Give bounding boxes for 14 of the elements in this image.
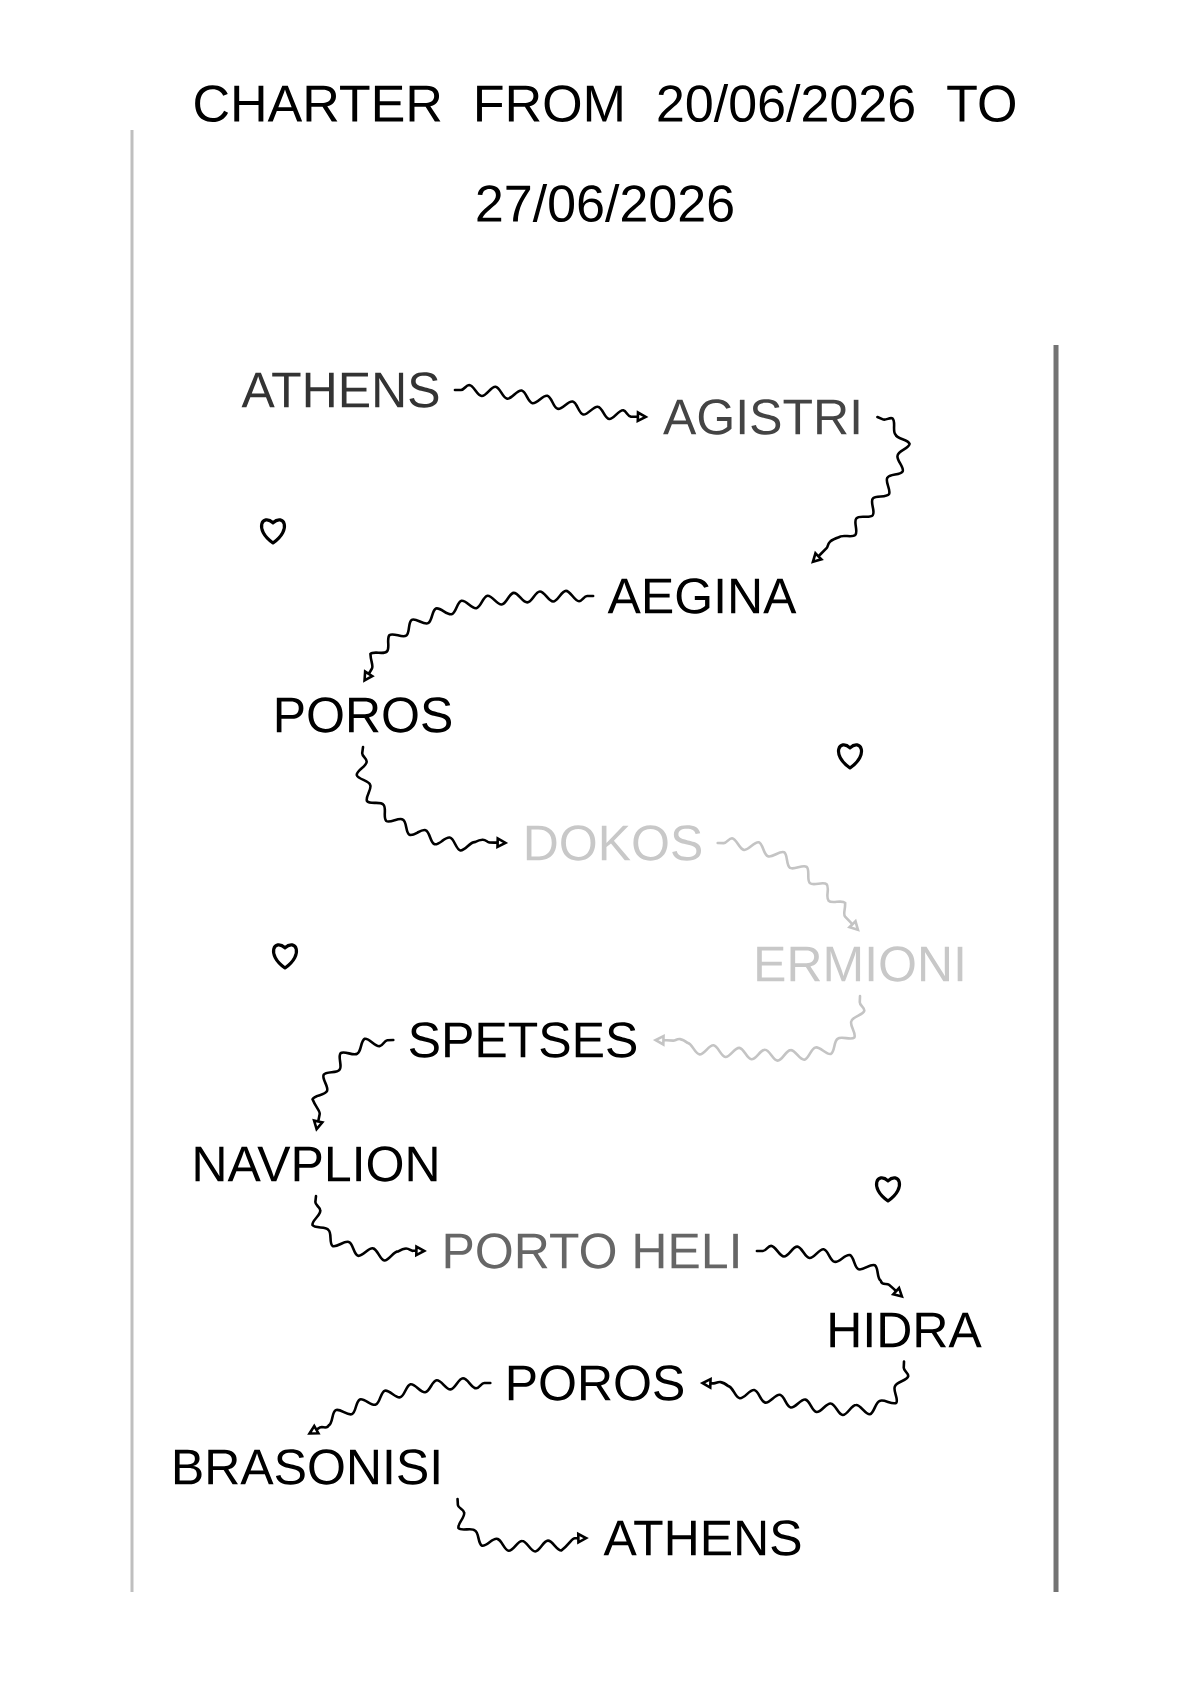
place-name: SPETSES: [409, 1022, 637, 1058]
place-name: AEGINA: [607, 578, 797, 614]
place-name: POROS: [508, 1365, 683, 1401]
place-name: ATHENS: [603, 1520, 801, 1556]
place-name: ATHENS: [241, 372, 439, 408]
place-name: BRASONISI: [174, 1449, 439, 1485]
title: CHARTER FROM 20/06/2026 TO 27/06/2026: [195, 83, 1015, 223]
place-name: PORTO HELI: [445, 1233, 738, 1269]
place-name: AGISTRI: [663, 399, 859, 435]
arrow: [716, 836, 860, 932]
place-name: HIDRA: [830, 1312, 982, 1348]
place-name: NAVPLION: [195, 1146, 437, 1182]
arrow: [811, 415, 911, 564]
place-name: POROS: [276, 697, 451, 733]
